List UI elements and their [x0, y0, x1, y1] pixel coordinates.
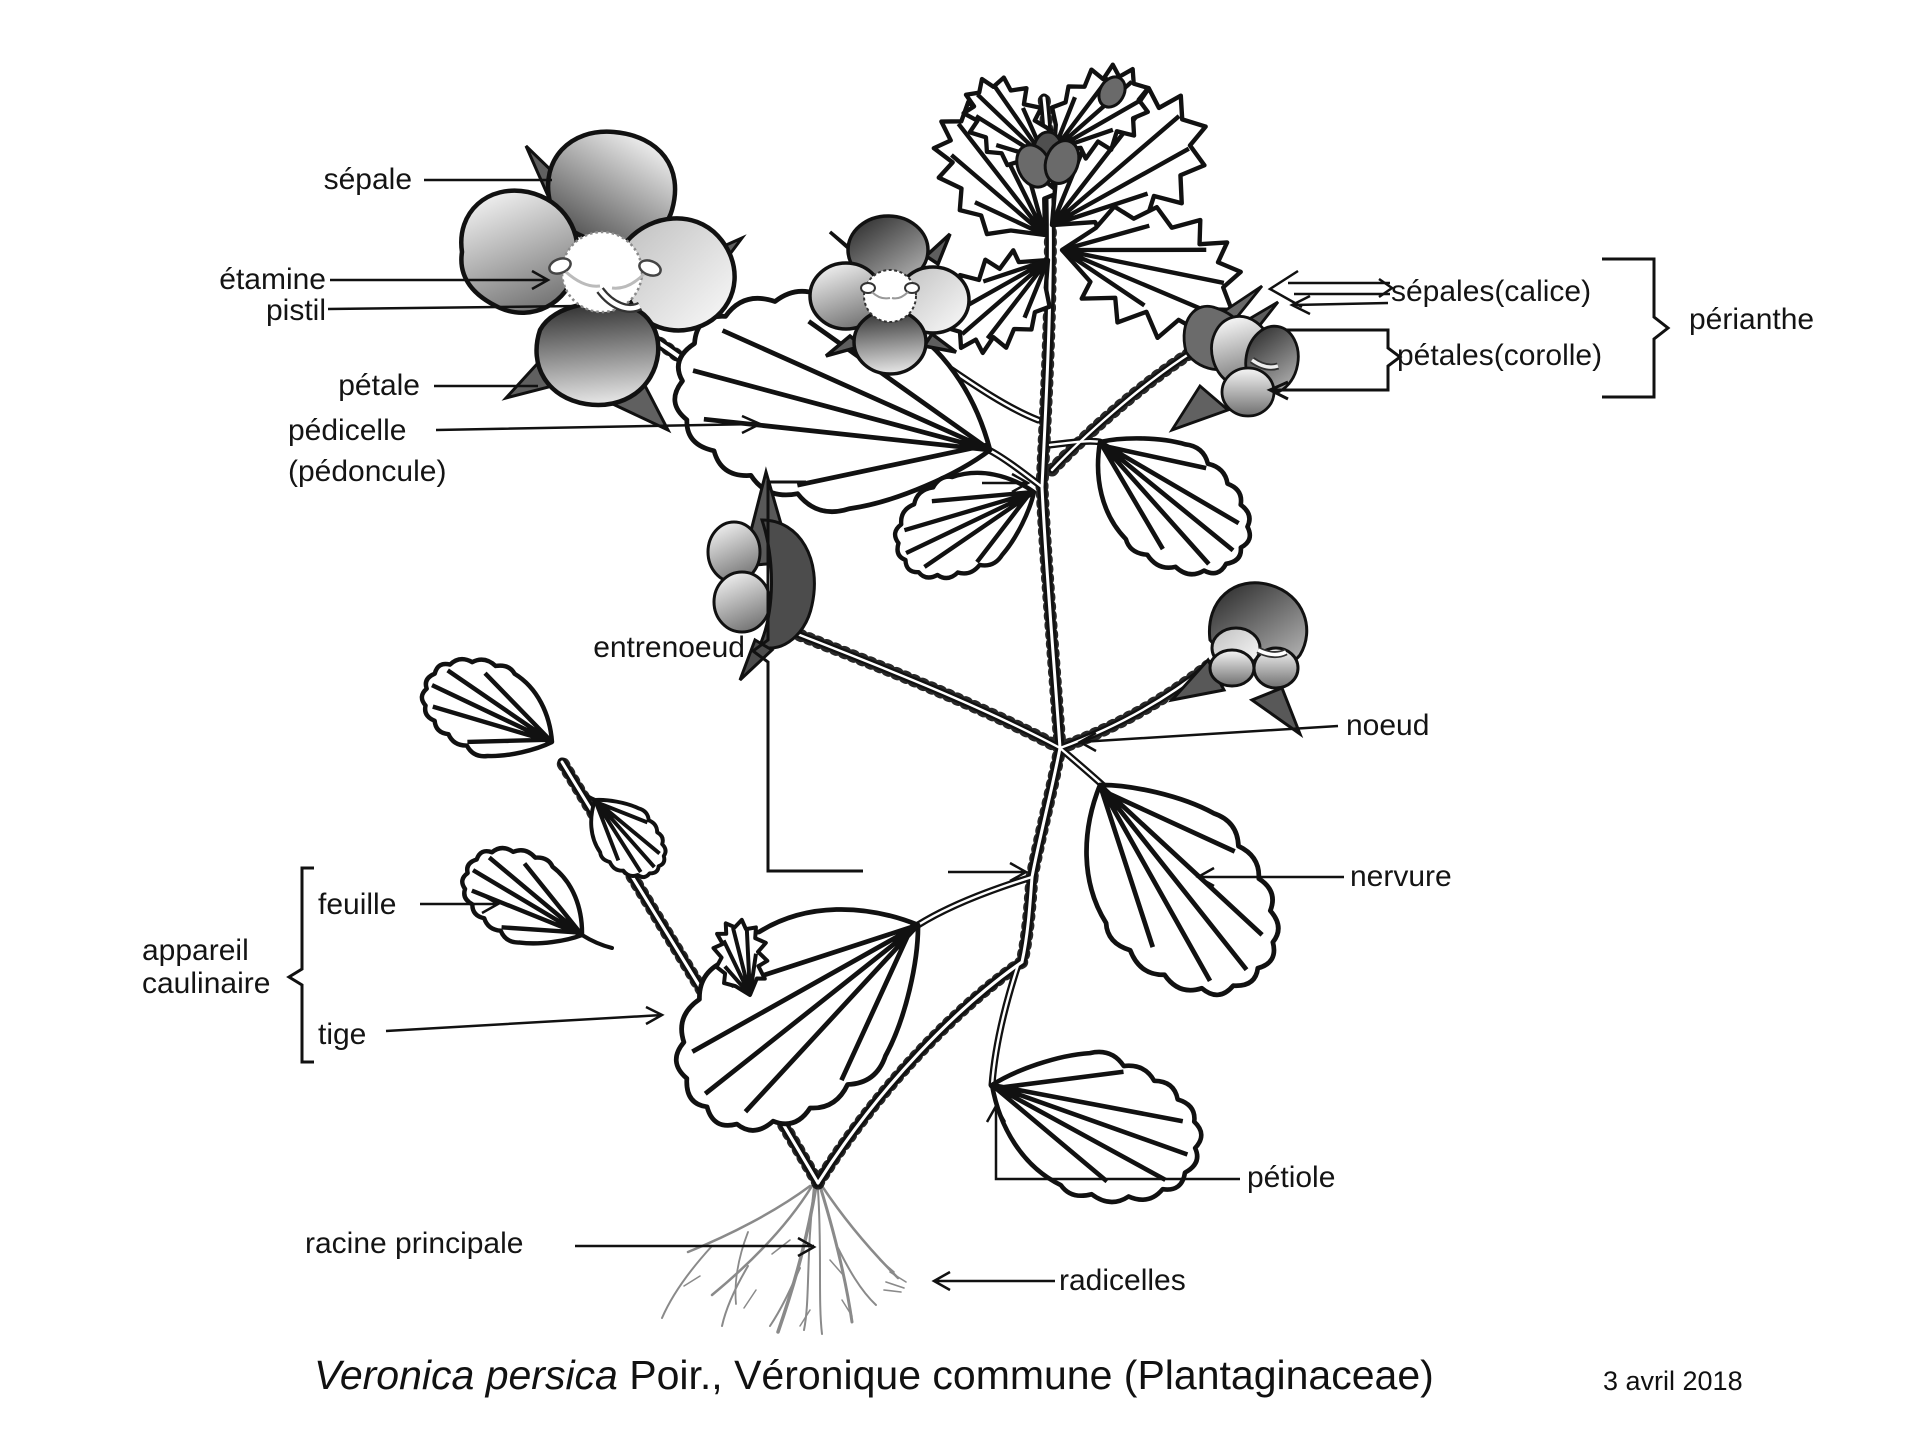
label-appareil-line1: appareil [142, 934, 249, 967]
feuille-arrow [420, 893, 501, 915]
label-nervure: nervure [1350, 860, 1452, 893]
label-noeud: noeud [1346, 709, 1430, 742]
label-petales-corolle: pétales(corolle) [1397, 339, 1603, 372]
nervure-arrow [1195, 866, 1344, 888]
tige-arrow [385, 1005, 665, 1033]
petales-bracket [1266, 328, 1403, 401]
figure-caption: Veronica persica Poir., Véronique commun… [314, 1352, 1434, 1399]
label-racine-principale: racine principale [305, 1227, 524, 1260]
label-etamine: étamine [219, 263, 326, 296]
radicelles-arrow [931, 1270, 1055, 1292]
label-radicelles: radicelles [1059, 1264, 1186, 1297]
flower-dark-left [706, 466, 816, 682]
label-pedicelle: pédicelle [288, 414, 407, 447]
flower-perianth-target [1168, 284, 1300, 433]
label-petale: pétale [338, 369, 420, 402]
perianthe-bracket [1602, 257, 1671, 399]
label-perianthe: périanthe [1689, 303, 1815, 336]
label-pedoncule: (pédoncule) [288, 455, 447, 488]
label-sepales-calice: sépales(calice) [1391, 275, 1592, 308]
caption-rest: Poir., Véronique commune (Plantaginaceae… [617, 1352, 1434, 1398]
label-appareil-line2: caulinaire [142, 967, 271, 1000]
flower-buds [1015, 75, 1127, 189]
petiole-arrow [985, 1103, 1240, 1181]
label-tige: tige [318, 1018, 367, 1051]
pistil-line [327, 304, 578, 311]
figure-date: 3 avril 2018 [1603, 1366, 1743, 1396]
racine-arrow [575, 1236, 817, 1258]
entrenoeud-bracket [750, 480, 863, 873]
label-entrenoeud: entrenoeud [593, 631, 745, 664]
roots [661, 1184, 907, 1335]
flower-right-mid [1167, 581, 1309, 739]
flower-front-small [808, 214, 971, 376]
sepales-arrow-tail [1378, 277, 1395, 299]
sepales-arrow-outline [1267, 269, 1390, 309]
noeud-arrow [1077, 724, 1339, 753]
label-sepale: sépale [323, 163, 412, 196]
label-feuille: feuille [318, 888, 397, 921]
label-petiole: pétiole [1247, 1161, 1336, 1194]
sepales-arrow-thin [1289, 294, 1389, 316]
entrenoeud-arrow-bottom [948, 861, 1029, 883]
species-name: Veronica persica [314, 1352, 618, 1398]
appareil-brace [286, 866, 314, 1064]
pedicelle-arrow [435, 414, 763, 435]
annotation-lines [286, 178, 1671, 1292]
entrenoeud-arrow-top [982, 472, 1031, 494]
label-appareil-caulinaire: appareil caulinaire [142, 934, 270, 1000]
etamine-arrow [330, 269, 551, 291]
flower-detail [459, 129, 747, 434]
label-pistil: pistil [265, 294, 326, 327]
